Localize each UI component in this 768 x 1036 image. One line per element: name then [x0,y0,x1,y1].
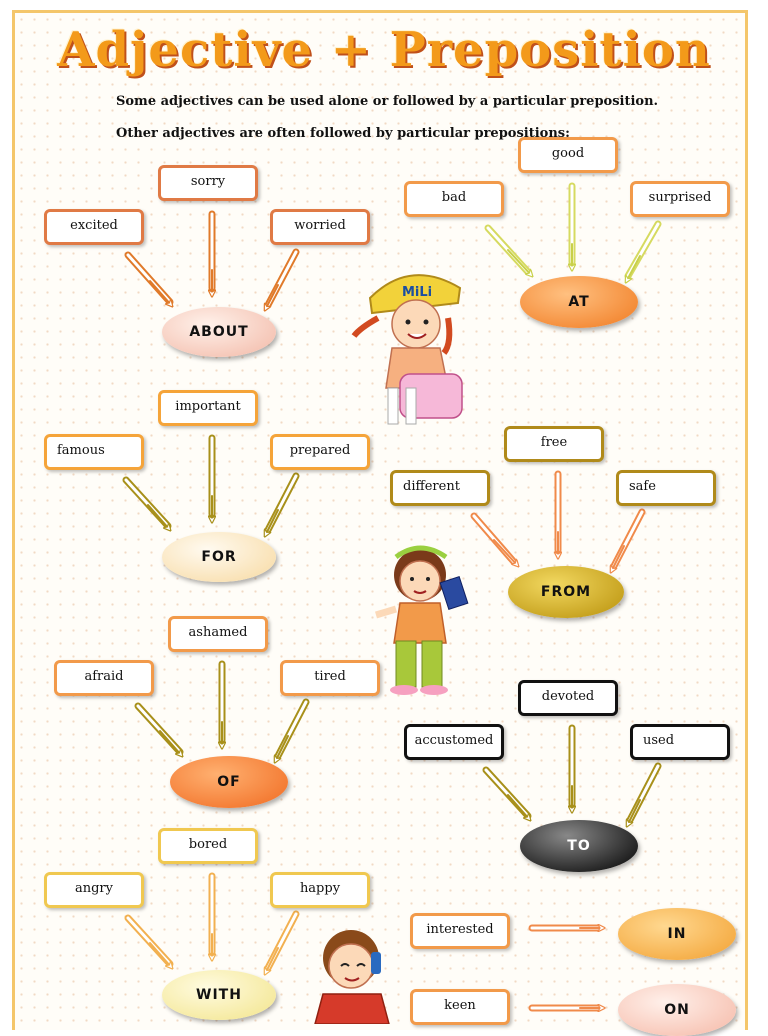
adj-box-sorry: sorry [158,165,258,201]
adj-box-interested: interested [410,913,510,949]
adj-box-safe: safe [616,470,716,506]
adj-box-used: used [630,724,730,760]
prep-oval-for: FOR [162,532,276,582]
adj-box-devoted: devoted [518,680,618,716]
cap-text: MiLi [402,285,432,300]
adj-box-happy: happy [270,872,370,908]
adj-box-good: good [518,137,618,173]
prep-oval-with: WITH [162,970,276,1020]
prep-oval-to: TO [520,820,638,872]
adj-box-ashamed: ashamed [168,616,268,652]
prep-oval-of: OF [170,756,288,808]
prep-oval-on: ON [618,984,736,1036]
adj-box-accustomed: accustomed [404,724,504,760]
adj-box-prepared: prepared [270,434,370,470]
adj-box-important: important [158,390,258,426]
boy-on-phone-illustration [314,930,390,1024]
adj-box-worried: worried [270,209,370,245]
adj-box-angry: angry [44,872,144,908]
adj-box-famous: famous [44,434,144,470]
adj-box-bored: bored [158,828,258,864]
girl-with-book-illustration [374,545,469,695]
adj-box-afraid: afraid [54,660,154,696]
intro-line-1: Some adjectives can be used alone or fol… [116,94,659,109]
girl-with-cap-illustration: MiLi [351,274,463,425]
page-title: Adjective + Preposition [57,22,711,78]
adj-box-keen: keen [410,989,510,1025]
prep-oval-about: ABOUT [162,307,276,357]
adj-box-tired: tired [280,660,380,696]
prep-oval-in: IN [618,908,736,960]
adj-box-bad: bad [404,181,504,217]
adj-box-surprised: surprised [630,181,730,217]
prep-oval-at: AT [520,276,638,328]
prep-oval-from: FROM [508,566,624,618]
adj-box-free: free [504,426,604,462]
intro-line-2: Other adjectives are often followed by p… [116,126,570,141]
adj-box-excited: excited [44,209,144,245]
adj-box-different: different [390,470,490,506]
